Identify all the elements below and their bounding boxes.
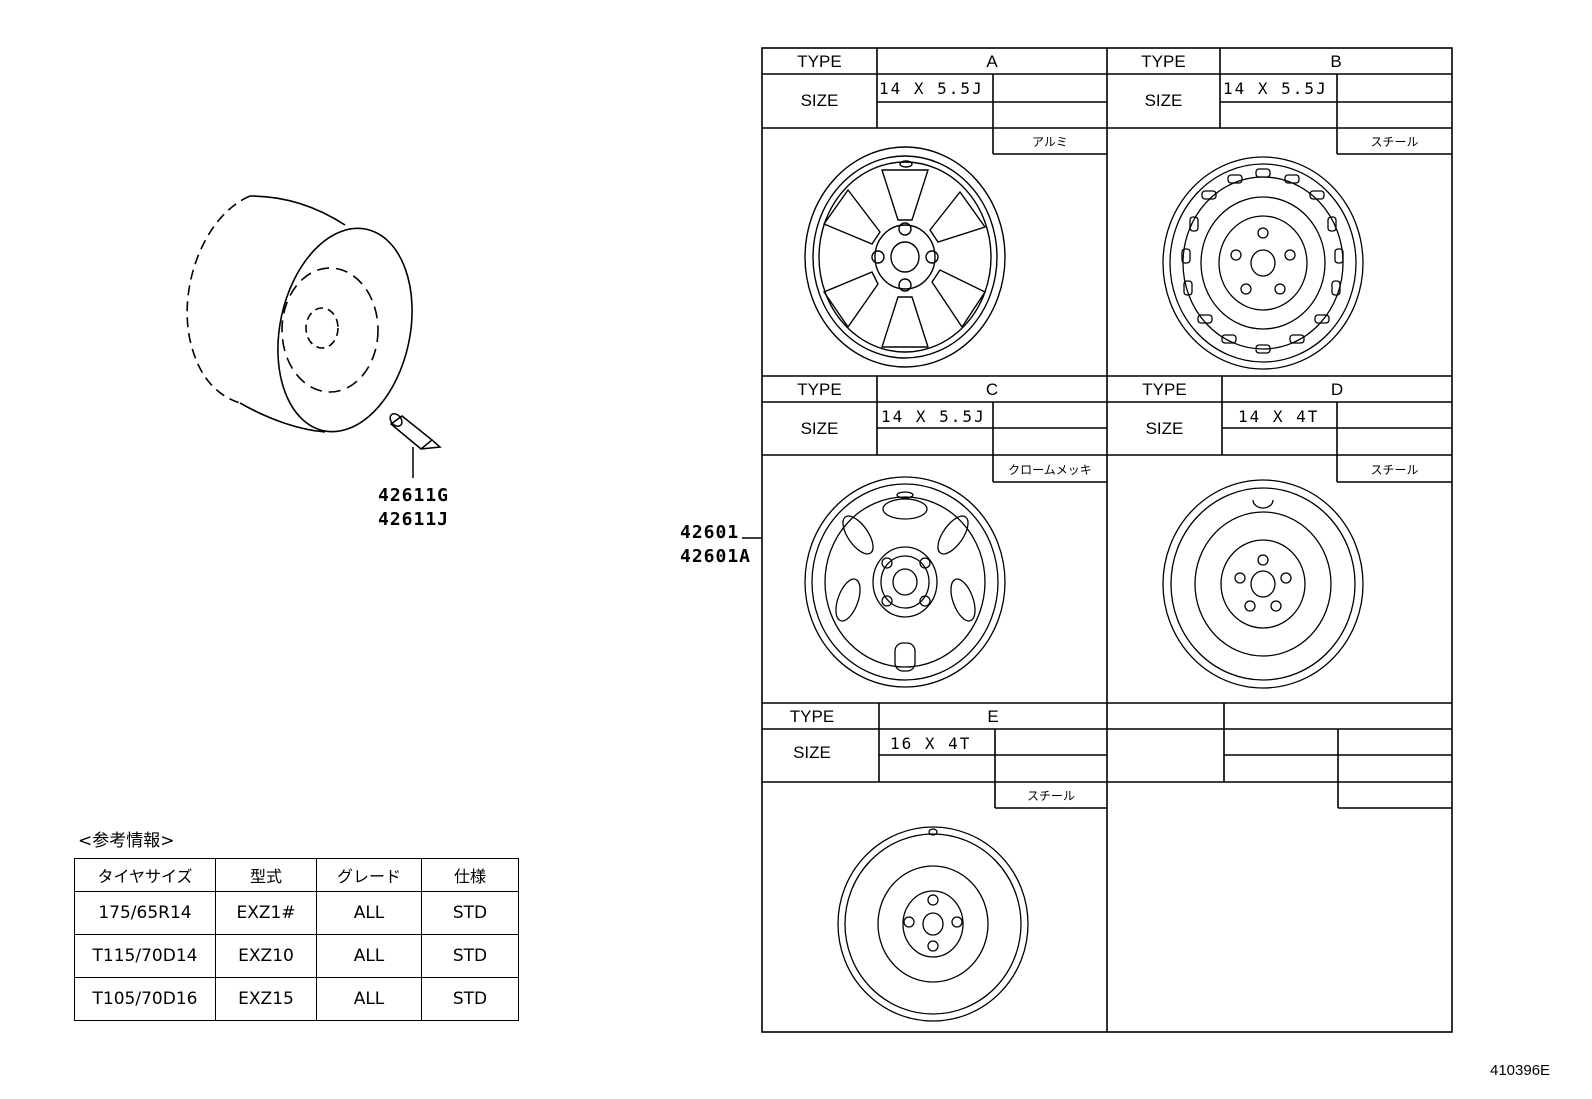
table-row: T105/70D16 EXZ15 ALL STD	[74, 977, 519, 1021]
type-label-e: TYPE	[789, 707, 835, 726]
wheel-e-drawing	[837, 826, 1029, 1022]
wheel-a-drawing	[804, 146, 1006, 368]
size-label-b: SIZE	[1144, 91, 1183, 110]
wheel-d-drawing	[1162, 479, 1364, 689]
wheel-b-drawing	[1162, 156, 1364, 370]
type-label-a: TYPE	[797, 52, 842, 71]
size-value-e: 16 X 4T	[890, 734, 972, 753]
valve-part-number-2: 42611J	[378, 509, 450, 530]
table-row: 175/65R14 EXZ1# ALL STD	[74, 891, 519, 935]
cell-spec: STD	[421, 977, 519, 1021]
cell-tire-size: T105/70D16	[74, 977, 216, 1021]
type-value-c: C	[985, 380, 999, 399]
cell-grade: ALL	[316, 891, 422, 935]
cell-model: EXZ10	[215, 934, 317, 978]
cell-spec: STD	[421, 891, 519, 935]
size-label-a: SIZE	[800, 91, 839, 110]
type-label-c: TYPE	[797, 380, 842, 399]
material-e: スチール	[1026, 789, 1075, 803]
header-spec: 仕様	[421, 858, 519, 892]
type-value-e: E	[987, 707, 999, 726]
table-row: T115/70D14 EXZ10 ALL STD	[74, 934, 519, 978]
header-tire-size: タイヤサイズ	[74, 858, 216, 892]
size-label-e: SIZE	[793, 743, 831, 762]
wheel-c-drawing	[804, 476, 1006, 688]
tire-assembly-illustration	[186, 195, 442, 478]
header-grade: グレード	[316, 858, 422, 892]
type-label-d: TYPE	[1142, 380, 1187, 399]
valve-part-number-1: 42611G	[378, 485, 450, 506]
type-value-d: D	[1330, 380, 1344, 399]
cell-spec: STD	[421, 934, 519, 978]
reference-title: <参考情報>	[78, 831, 175, 851]
table-header-row: タイヤサイズ 型式 グレード 仕様	[74, 858, 519, 892]
reference-table: タイヤサイズ 型式 グレード 仕様 175/65R14 EXZ1# ALL ST…	[74, 858, 519, 1021]
material-d: スチール	[1370, 463, 1419, 477]
size-value-d: 14 X 4T	[1238, 407, 1320, 426]
figure-code: 410396E	[1490, 1062, 1551, 1079]
cell-grade: ALL	[316, 977, 422, 1021]
type-value-b: B	[1330, 52, 1342, 71]
cell-model: EXZ15	[215, 977, 317, 1021]
size-label-c: SIZE	[800, 419, 839, 438]
header-model: 型式	[215, 858, 317, 892]
cell-tire-size: 175/65R14	[74, 891, 216, 935]
wheel-part-number-1: 42601	[680, 522, 740, 543]
wheel-part-number-2: 42601A	[680, 546, 752, 567]
size-label-d: SIZE	[1145, 419, 1184, 438]
type-value-a: A	[986, 52, 998, 71]
type-label-b: TYPE	[1141, 52, 1186, 71]
cell-tire-size: T115/70D14	[74, 934, 216, 978]
cell-model: EXZ1#	[215, 891, 317, 935]
material-a: アルミ	[1032, 135, 1068, 149]
material-b: スチール	[1370, 135, 1419, 149]
material-c: クロームメッキ	[1008, 463, 1092, 477]
size-value-a: 14 X 5.5J	[879, 79, 984, 98]
size-value-b: 14 X 5.5J	[1223, 79, 1328, 98]
size-value-c: 14 X 5.5J	[881, 407, 986, 426]
cell-grade: ALL	[316, 934, 422, 978]
wheel-leader-line	[742, 537, 762, 539]
